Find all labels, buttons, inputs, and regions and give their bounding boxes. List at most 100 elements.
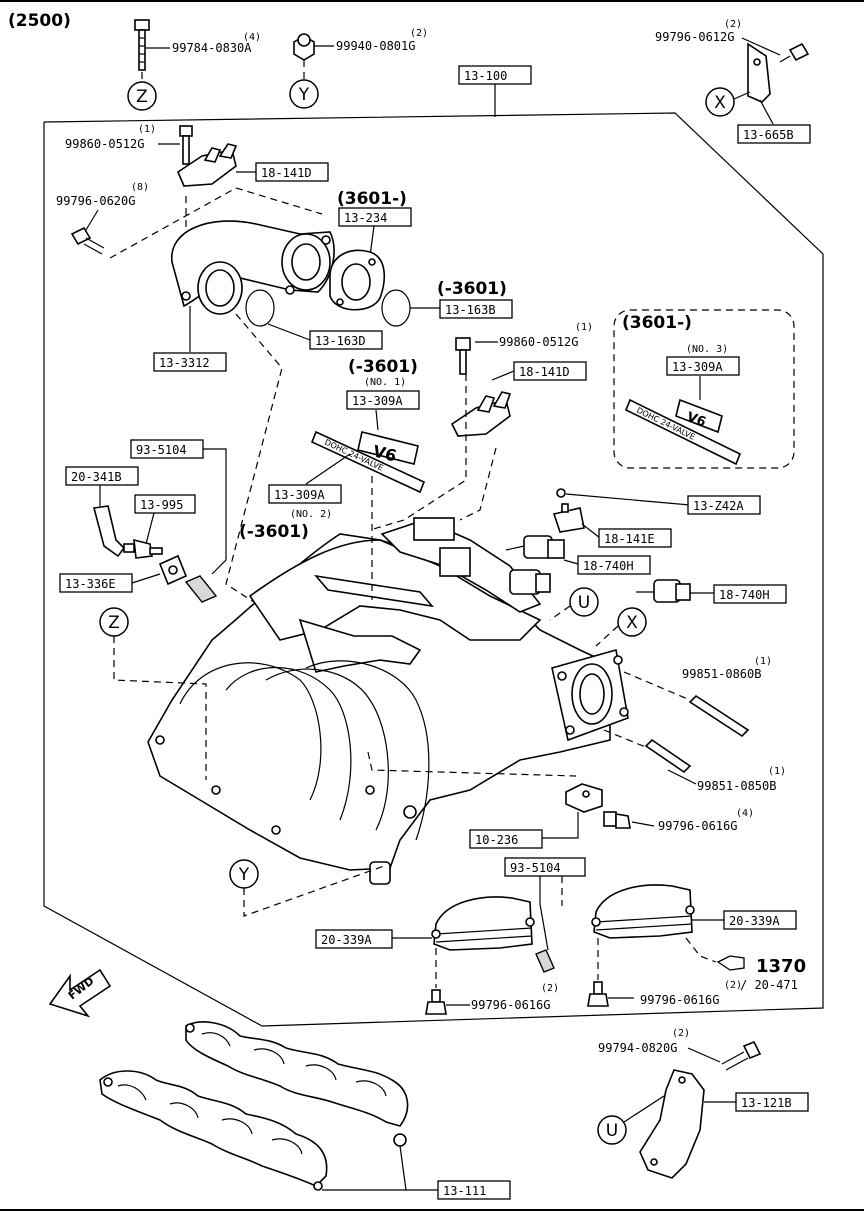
variant-box bbox=[613, 309, 795, 469]
ref-box bbox=[666, 356, 740, 376]
ref-box bbox=[134, 494, 196, 514]
date-prefix: (-3601) bbox=[348, 357, 418, 377]
ref-label: 20-339A bbox=[321, 933, 372, 947]
bolt-99860-0512g-top bbox=[179, 125, 193, 165]
ref-label: 13-100 bbox=[464, 69, 507, 83]
ref-box bbox=[439, 299, 513, 319]
callout-letter: X bbox=[626, 613, 638, 633]
ref-box bbox=[437, 1180, 511, 1200]
gasket-13-111 bbox=[99, 1021, 409, 1191]
no-label: (NO. 2) bbox=[290, 509, 332, 520]
part-number: 99860-0512G bbox=[65, 137, 144, 151]
group-ref-qty: (2) bbox=[724, 980, 742, 991]
part-number: 99784-0830A bbox=[172, 41, 252, 55]
ref-box bbox=[469, 829, 543, 849]
qty: (1) bbox=[768, 766, 786, 777]
ref-box bbox=[504, 857, 586, 877]
callout-x-top bbox=[705, 87, 735, 117]
callout-u bbox=[569, 587, 599, 617]
emblem-text: V6 bbox=[685, 410, 708, 431]
callout-letter: U bbox=[606, 1121, 618, 1141]
actuator-20-339a-right bbox=[591, 884, 695, 939]
ref-label: 13-995 bbox=[140, 498, 183, 512]
no-label: (NO. 3) bbox=[686, 344, 728, 355]
stud-99851-0850b bbox=[644, 738, 692, 774]
ref-box bbox=[315, 929, 393, 949]
ref-label: 18-740H bbox=[719, 588, 770, 602]
ref-box bbox=[735, 1092, 809, 1112]
bolt-99796-0616g-a bbox=[603, 811, 631, 829]
ref-box bbox=[346, 390, 420, 410]
ref-box bbox=[737, 124, 811, 144]
ref-label: 13-234 bbox=[344, 211, 387, 225]
ref-label: 10-236 bbox=[475, 833, 518, 847]
bolt-99860-0512g-mid bbox=[455, 337, 471, 375]
ref-box bbox=[338, 207, 412, 227]
oring-13-163d bbox=[245, 289, 275, 327]
part-number: 99940-0801G bbox=[336, 39, 415, 53]
gasket-13-234 bbox=[329, 249, 386, 311]
no-label: (NO. 1) bbox=[364, 377, 406, 388]
ref-label: 13-3312 bbox=[159, 356, 210, 370]
intake-pipe-13-3312 bbox=[171, 220, 335, 315]
callout-letter: Y bbox=[298, 85, 310, 105]
date-prefix: (-3601) bbox=[437, 279, 507, 299]
qty: (4) bbox=[736, 808, 754, 819]
qty: (2) bbox=[672, 1028, 690, 1039]
spacer-13-336e bbox=[158, 554, 188, 586]
qty: (1) bbox=[754, 656, 772, 667]
ref-box bbox=[153, 352, 227, 372]
ref-box bbox=[687, 495, 761, 515]
date-prefix: (3601-) bbox=[622, 313, 692, 333]
date-prefix: (-3601) bbox=[239, 522, 309, 542]
qty: (2) bbox=[541, 983, 559, 994]
qty: (4) bbox=[243, 32, 261, 43]
ref-label: 13-111 bbox=[443, 1184, 486, 1198]
intake-manifold-body bbox=[147, 517, 629, 885]
assembly-outline bbox=[43, 112, 824, 1027]
qty: (1) bbox=[138, 124, 156, 135]
callout-letter: U bbox=[578, 593, 590, 613]
ref-box bbox=[713, 584, 787, 604]
emblem-v6-no1: V6 bbox=[357, 431, 419, 466]
oring-13-163b bbox=[381, 289, 411, 327]
ref-label: 20-339A bbox=[729, 914, 780, 928]
part-number: 99851-0860B bbox=[682, 667, 761, 681]
part-number: 99794-0820G bbox=[598, 1041, 677, 1055]
callout-letter: Z bbox=[136, 87, 148, 107]
ref-label: 13-336E bbox=[65, 577, 116, 591]
part-number: 99796-0616G bbox=[471, 998, 550, 1012]
clip-13-z42a bbox=[556, 488, 566, 498]
ref-label: 93-5104 bbox=[510, 861, 561, 875]
solenoid-18-740h-b bbox=[636, 579, 691, 603]
hose-93-5104-left bbox=[184, 575, 218, 603]
part-number: 99860-0512G bbox=[499, 335, 578, 349]
stud-99851-0860b bbox=[688, 694, 750, 738]
variant-label: (2500) bbox=[8, 11, 71, 31]
callout-letter: Y bbox=[238, 865, 250, 885]
callout-y-top bbox=[289, 79, 319, 109]
ref-box bbox=[65, 466, 139, 486]
ref-label: 13-309A bbox=[274, 488, 325, 502]
qty: (2) bbox=[724, 19, 742, 30]
group-ref-sub: / 20-471 bbox=[740, 978, 798, 992]
valve-13-995 bbox=[123, 538, 163, 559]
part-number: 99796-0616G bbox=[640, 993, 719, 1007]
ref-label: 13-121B bbox=[741, 1096, 792, 1110]
ref-box bbox=[309, 330, 383, 350]
bracket-18-141e bbox=[552, 503, 585, 533]
ref-label: 20-341B bbox=[71, 470, 122, 484]
nut-99940-0801g bbox=[293, 33, 315, 61]
callout-letter: X bbox=[714, 93, 726, 113]
group-ref-number: 1370 bbox=[756, 956, 806, 977]
callout-u-bottom bbox=[597, 1115, 627, 1145]
ref-box bbox=[255, 162, 329, 182]
qty: (8) bbox=[131, 182, 149, 193]
ref-label: 13-665B bbox=[743, 128, 794, 142]
bolt-99796-0616g-b bbox=[425, 989, 447, 1015]
ref-box bbox=[577, 555, 651, 575]
callout-letter: Z bbox=[108, 613, 120, 633]
group-ref-arrow bbox=[716, 955, 745, 971]
ref-label: 13-309A bbox=[672, 360, 723, 374]
